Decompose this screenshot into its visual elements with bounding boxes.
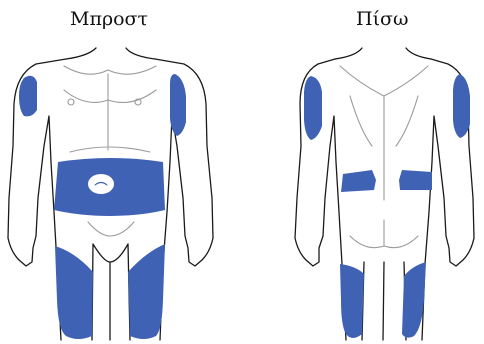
front-left-nipple (68, 99, 74, 105)
front-chest-lines (64, 66, 156, 152)
front-injection-zones (19, 74, 186, 339)
front-left-thigh-zone (55, 246, 93, 339)
back-injection-zones (304, 74, 470, 338)
front-left-upper-arm-zone (19, 76, 37, 117)
back-inner-legs-outline (362, 262, 406, 340)
front-right-upper-arm-zone (170, 74, 186, 136)
front-groin-lines (88, 222, 134, 236)
back-left-upper-arm-zone (304, 76, 322, 140)
front-navel-spot (88, 174, 114, 194)
back-right-upper-arm-zone (453, 74, 470, 138)
front-neck-outline (66, 48, 155, 59)
back-left-flank-zone (341, 170, 376, 192)
front-inner-legs-outline (92, 244, 130, 340)
back-buttocks-lines (350, 220, 418, 248)
back-neck-outline (335, 48, 431, 59)
back-right-flank-zone (399, 170, 432, 190)
back-left-thigh-zone (340, 264, 364, 338)
front-right-thigh-zone (128, 244, 165, 339)
